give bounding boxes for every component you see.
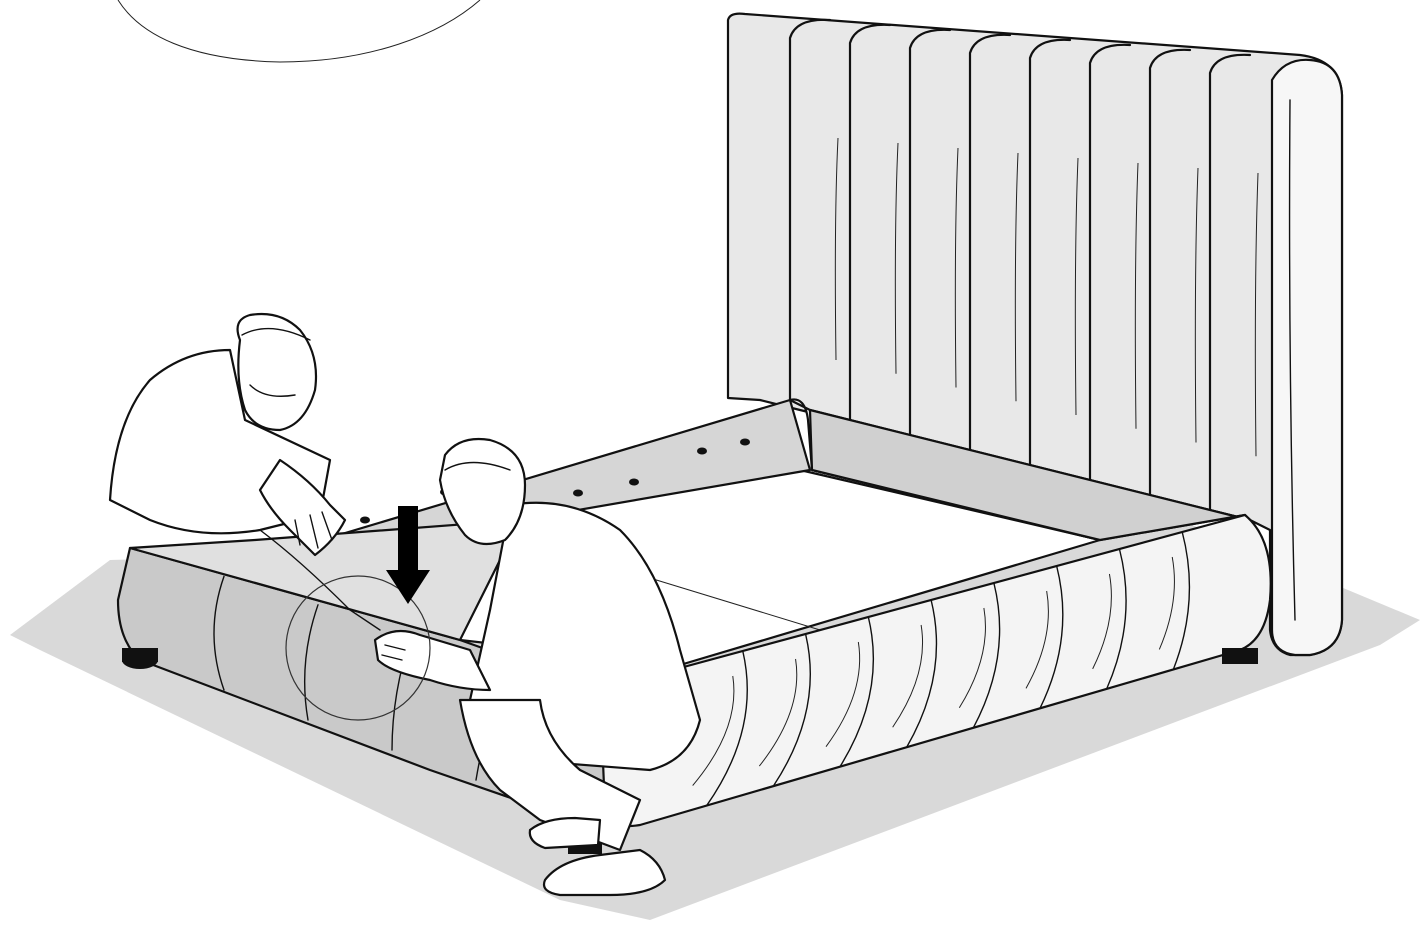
bolt-hole <box>629 479 639 486</box>
bolt-hole <box>360 517 370 524</box>
detail-callout-circle-icon <box>118 0 480 62</box>
bolt-hole <box>573 490 583 497</box>
bolt-hole <box>697 448 707 455</box>
bolt-hole <box>740 439 750 446</box>
